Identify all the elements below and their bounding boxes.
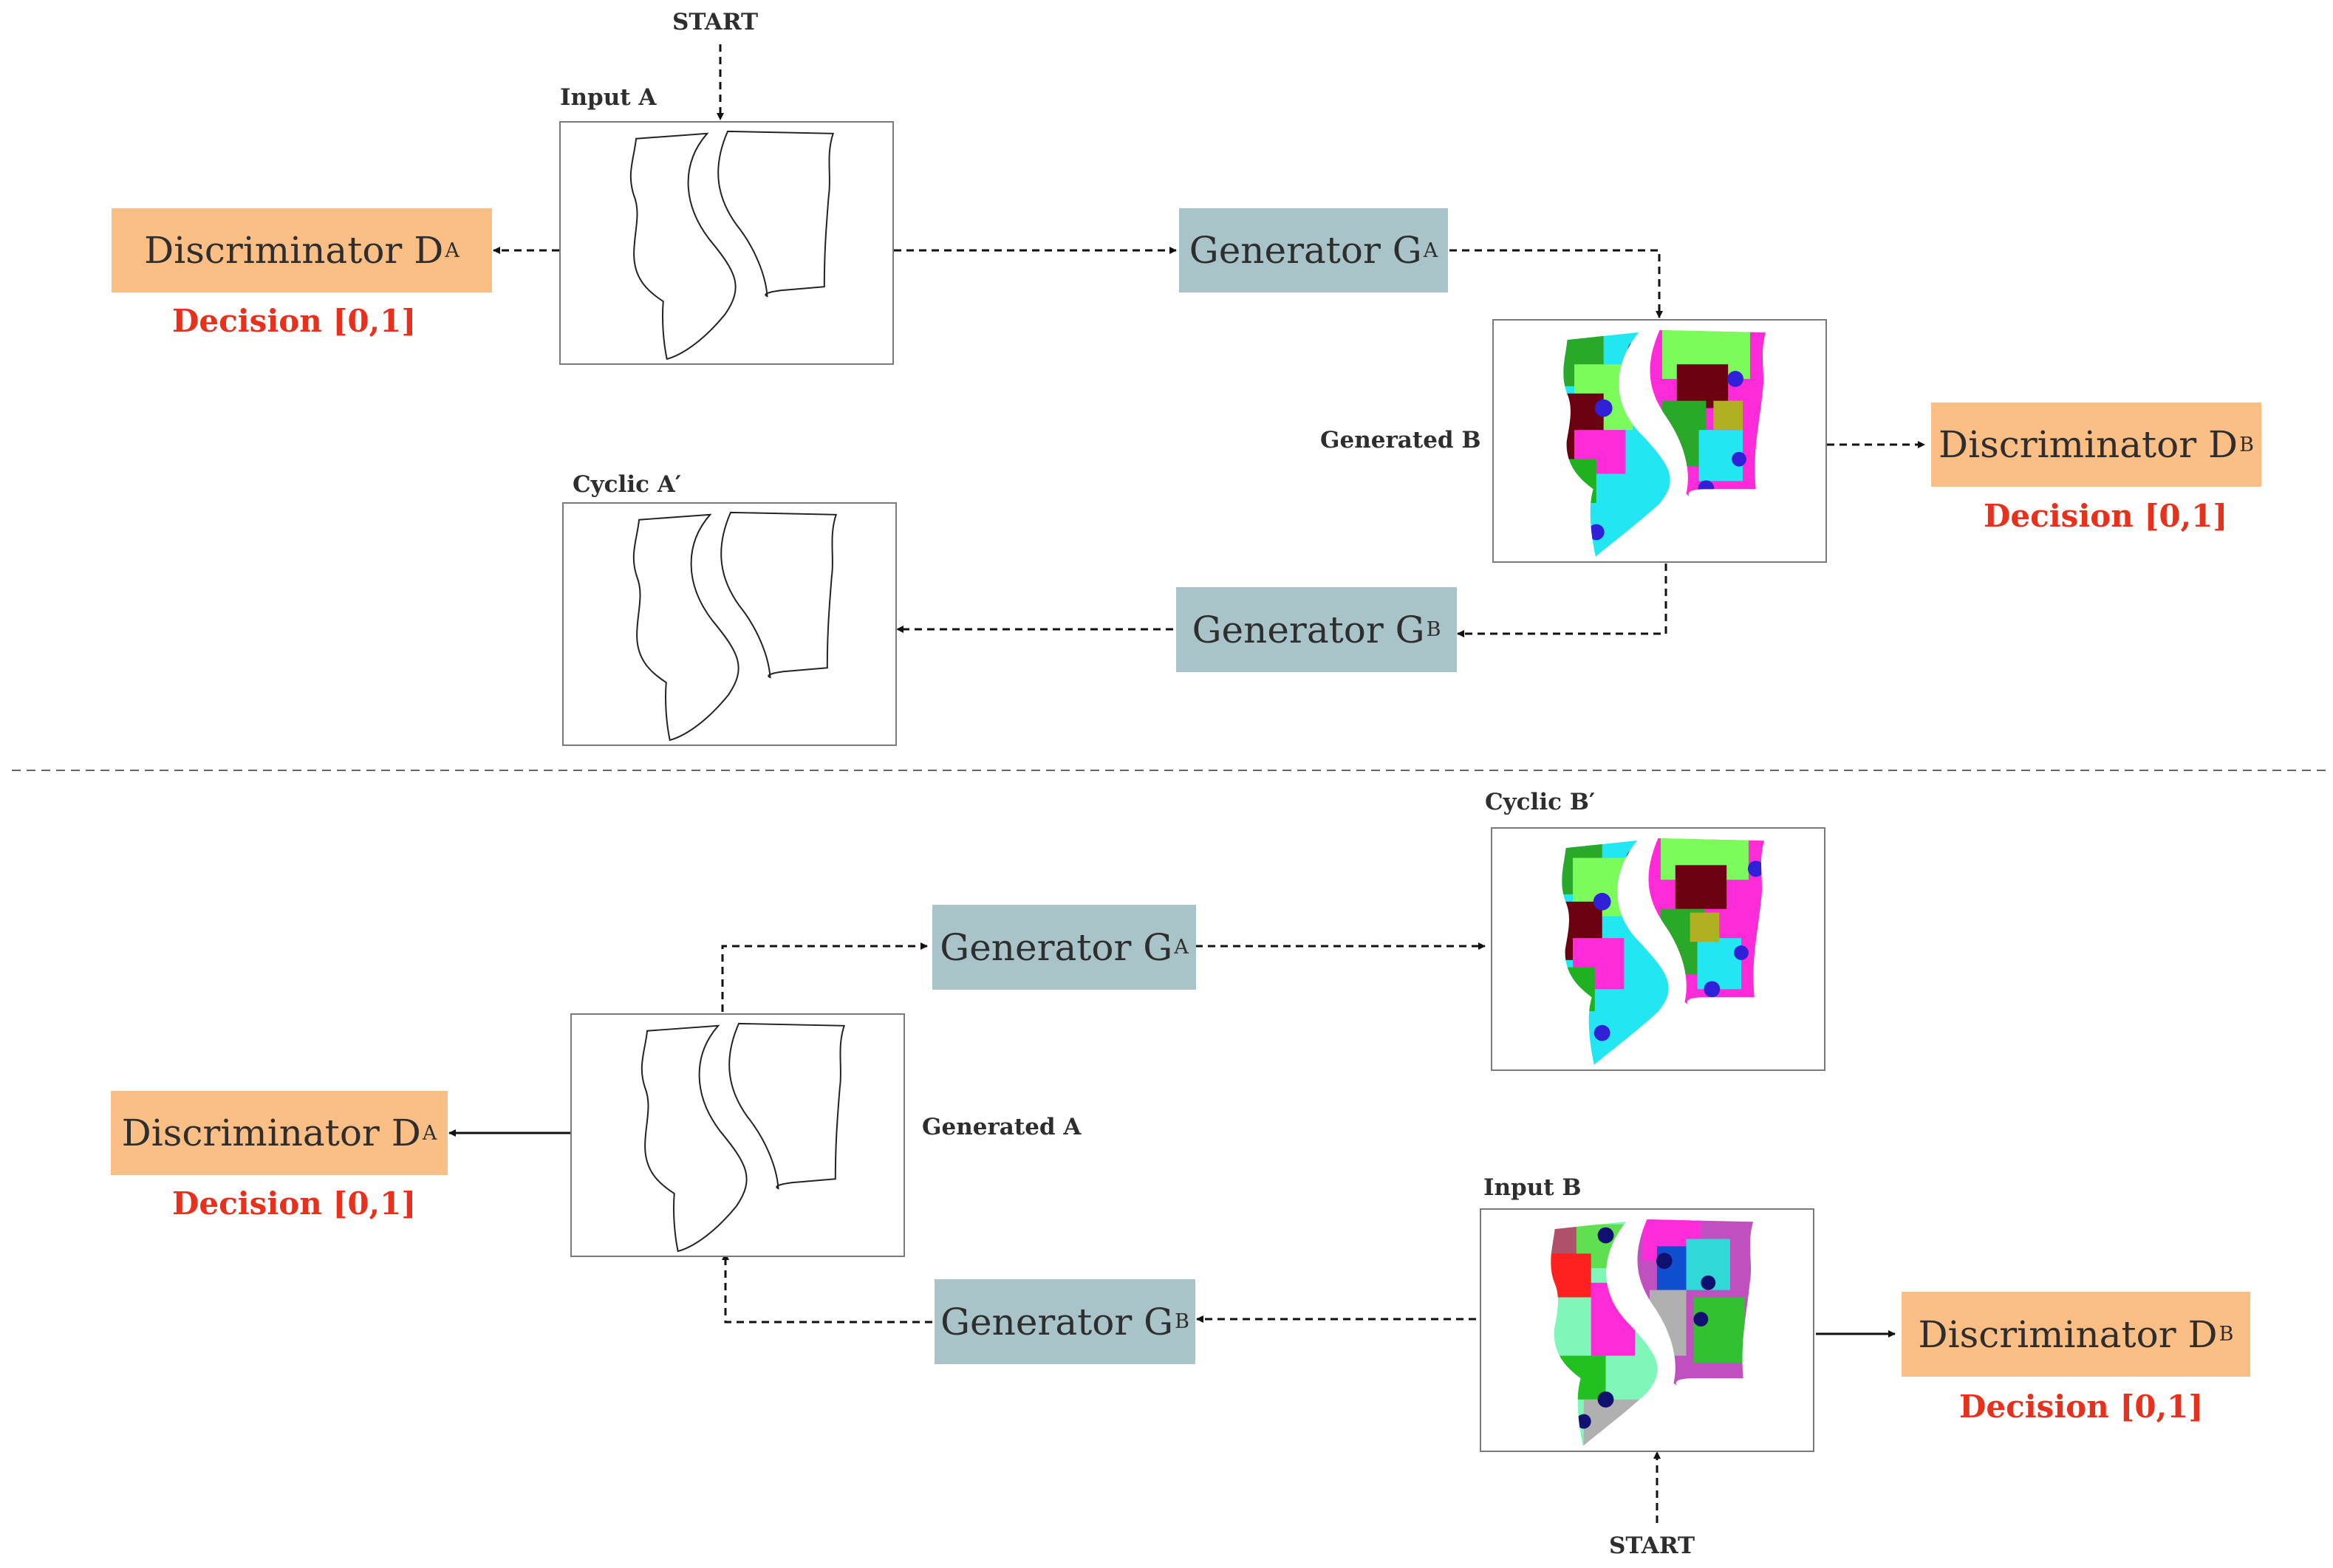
discriminator-b-bottom-name: Discriminator D — [1918, 1312, 2218, 1356]
input-b-label: Input B — [1483, 1174, 1582, 1201]
discriminator-a-top-sub: A — [445, 239, 460, 262]
discriminator-b-top-name: Discriminator D — [1939, 423, 2238, 466]
discriminator-a-bottom-name: Discriminator D — [121, 1112, 421, 1154]
input-b-image — [1480, 1208, 1814, 1452]
generator-b-bottom-name: Generator G — [940, 1300, 1174, 1343]
cyclic-a-image — [562, 502, 897, 746]
generator-a-bottom-name: Generator G — [940, 925, 1173, 969]
discriminator-b-bottom-sub: B — [2218, 1323, 2234, 1346]
generated-b-image — [1492, 319, 1827, 563]
generator-b-top-name: Generator G — [1192, 608, 1425, 651]
discriminator-a-bottom-sub: A — [422, 1121, 437, 1145]
generator-b-bottom-sub: B — [1175, 1310, 1189, 1333]
decision-b-bottom: Decision [0,1] — [1959, 1389, 2204, 1425]
generator-a-top-sub: A — [1423, 239, 1438, 262]
generated-a-label: Generated A — [922, 1114, 1082, 1140]
discriminator-a-top-name: Discriminator D — [144, 229, 444, 272]
arrow-gen-a-to-generated-b — [1449, 249, 1663, 318]
arrow-generated-b-to-gen-b — [1457, 564, 1667, 637]
arrow-gen-b-to-generated-a — [722, 1253, 932, 1324]
start-label-bottom: START — [1609, 1533, 1695, 1559]
cyclic-b-image — [1491, 827, 1825, 1071]
generated-a-image — [570, 1013, 905, 1257]
generator-a-bottom-sub: A — [1174, 936, 1189, 959]
discriminator-b-top-sub: B — [2239, 433, 2254, 456]
decision-b-top: Decision [0,1] — [1984, 498, 2228, 534]
input-a-image — [559, 121, 894, 365]
start-label-top: START — [672, 9, 759, 35]
input-a-label: Input A — [560, 84, 657, 111]
generated-b-label: Generated B — [1320, 427, 1481, 453]
generator-a-top-name: Generator G — [1189, 229, 1422, 272]
decision-a-top: Decision [0,1] — [172, 303, 417, 339]
generator-b-top-sub: B — [1426, 618, 1441, 641]
decision-a-bottom: Decision [0,1] — [172, 1185, 417, 1222]
arrow-generated-a-to-gen-a — [721, 942, 928, 1012]
cyclic-b-label: Cyclic B′ — [1485, 789, 1596, 815]
cyclic-a-label: Cyclic A′ — [573, 471, 682, 498]
